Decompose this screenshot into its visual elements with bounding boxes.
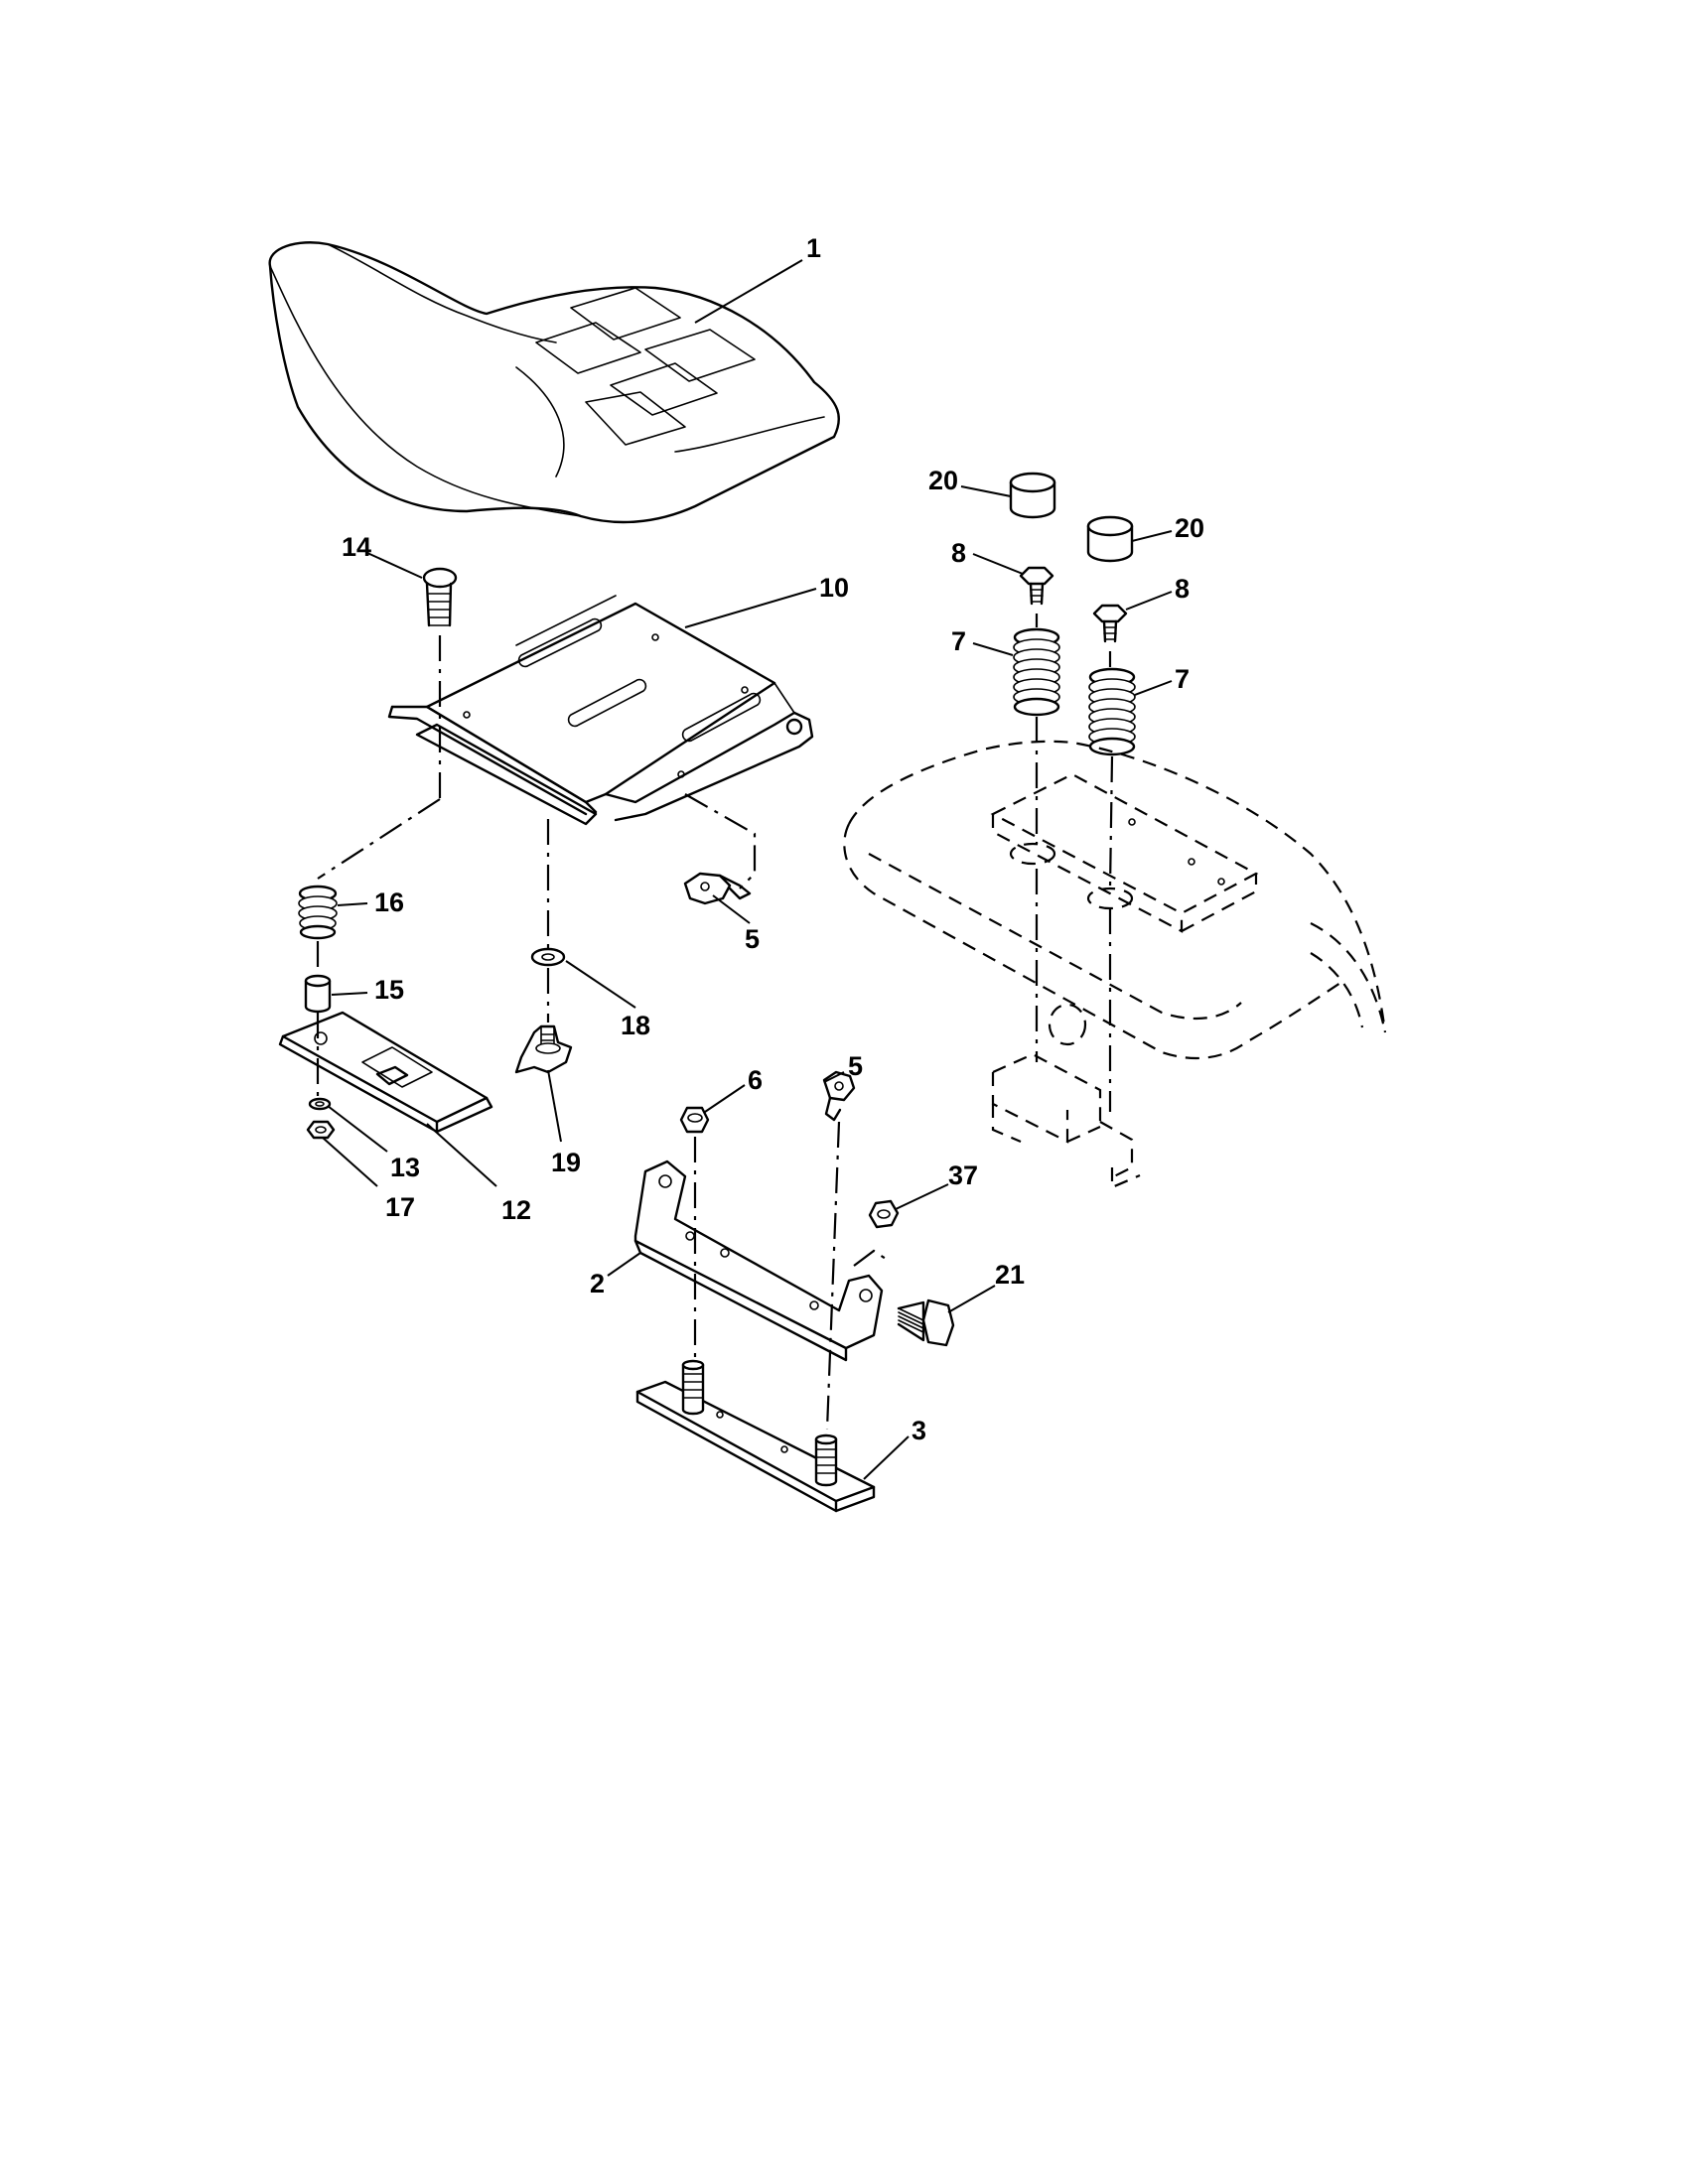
part-washer-13 <box>308 1097 332 1111</box>
callout-7b: 7 <box>1175 664 1190 694</box>
part-clip-lower <box>822 1070 856 1122</box>
part-spring-16 <box>298 885 338 940</box>
callout-12: 12 <box>501 1195 531 1225</box>
callout-15: 15 <box>374 975 404 1005</box>
part-bolt-21 <box>897 1298 955 1347</box>
callout-5b: 5 <box>848 1051 863 1081</box>
callout-8a: 8 <box>951 538 966 568</box>
leader-lines <box>322 259 1173 1480</box>
callout-20a: 20 <box>928 466 958 495</box>
center-lines <box>316 614 1114 1431</box>
part-seat-pan <box>387 595 814 826</box>
part-carriage-bolt <box>422 567 458 627</box>
part-nut-37 <box>868 1199 900 1229</box>
callout-14: 14 <box>342 532 371 562</box>
part-bushing-20b <box>1086 515 1134 563</box>
callout-21: 21 <box>995 1260 1025 1290</box>
callout-6: 6 <box>748 1065 763 1095</box>
callout-16: 16 <box>374 887 404 917</box>
callout-20b: 20 <box>1175 513 1204 543</box>
callout-37: 37 <box>948 1160 978 1190</box>
callout-1: 1 <box>806 233 821 263</box>
callout-17: 17 <box>385 1192 415 1222</box>
part-spacer-15 <box>304 974 332 1014</box>
part-bolt-8b <box>1092 604 1128 643</box>
callout-13: 13 <box>390 1153 420 1182</box>
callout-3: 3 <box>912 1416 926 1445</box>
part-plate-3 <box>635 1359 876 1513</box>
part-plate-12 <box>278 1011 493 1134</box>
callout-7a: 7 <box>951 626 966 656</box>
part-spring-7a <box>1013 627 1060 717</box>
part-knob-19 <box>514 1024 573 1074</box>
part-bushing-20a <box>1009 472 1056 519</box>
callout-5a: 5 <box>745 924 760 954</box>
part-nut-17 <box>306 1120 336 1140</box>
callout-2: 2 <box>590 1269 605 1298</box>
callout-10: 10 <box>819 573 849 603</box>
callout-19: 19 <box>551 1148 581 1177</box>
callout-8b: 8 <box>1175 574 1190 604</box>
callout-18: 18 <box>621 1011 650 1040</box>
part-bracket-2 <box>633 1160 884 1362</box>
part-chassis-fender <box>843 740 1387 1189</box>
part-spring-7b <box>1088 667 1136 756</box>
callout-labels: 1 14 10 20 20 8 8 7 7 16 5 15 18 6 5 13 … <box>342 233 1204 1445</box>
part-bolt-8a <box>1019 566 1054 606</box>
part-washer-18 <box>530 947 566 967</box>
part-nut-6 <box>679 1106 710 1134</box>
part-seat <box>268 241 841 524</box>
part-clip-upper <box>683 872 752 905</box>
